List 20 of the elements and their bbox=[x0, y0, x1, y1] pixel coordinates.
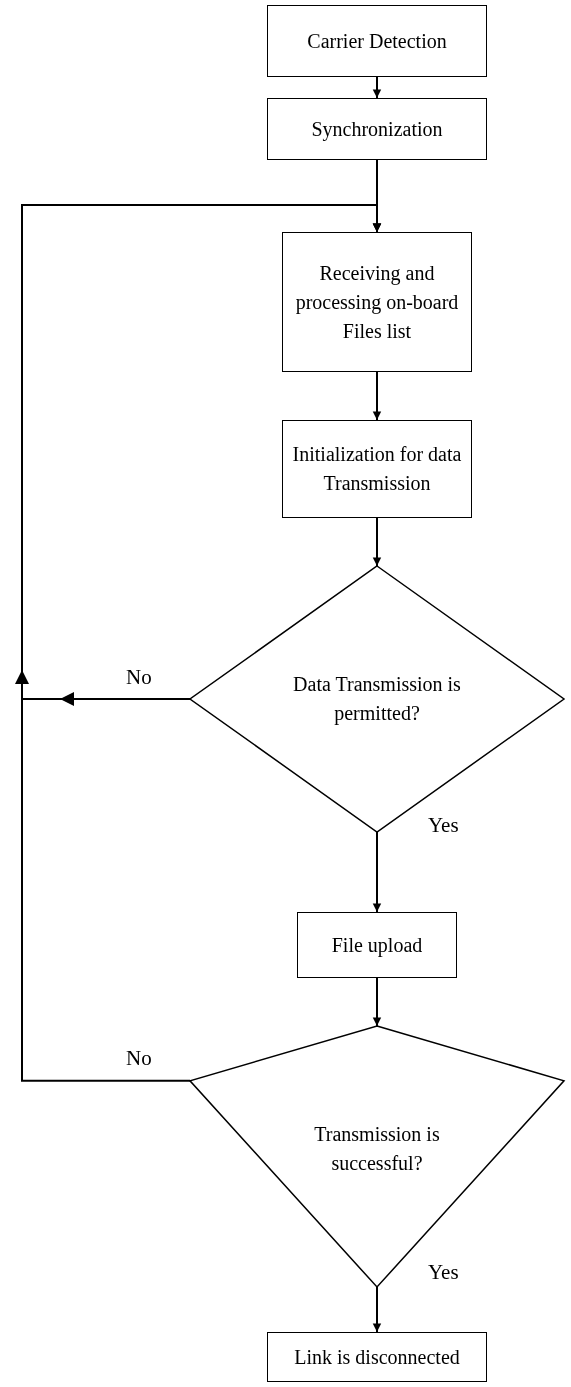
node-text: Carrier Detection bbox=[307, 28, 447, 54]
process-box bbox=[297, 912, 457, 978]
node-text: Data Transmission is permitted? bbox=[292, 672, 462, 727]
process-box bbox=[282, 232, 472, 372]
node-text: Link is disconnected bbox=[294, 1344, 460, 1370]
node-text: Transmission is successful? bbox=[313, 1121, 441, 1176]
process-box bbox=[267, 1332, 487, 1382]
node-text: Receiving and processing on-board Files list bbox=[294, 260, 460, 344]
process-box bbox=[267, 5, 487, 77]
edge-label: Yes bbox=[428, 815, 459, 836]
edge-label: No bbox=[126, 1048, 152, 1069]
node-text: Synchronization bbox=[311, 116, 443, 143]
edge-label: No bbox=[126, 667, 152, 688]
node-text: Initialization for data Transmission bbox=[291, 442, 463, 496]
decision-diamond bbox=[190, 1026, 564, 1287]
decision-diamond bbox=[190, 566, 564, 832]
process-box bbox=[267, 98, 487, 160]
process-box bbox=[282, 420, 472, 518]
edge-label: Yes bbox=[428, 1262, 459, 1283]
node-text: File upload bbox=[331, 932, 423, 959]
